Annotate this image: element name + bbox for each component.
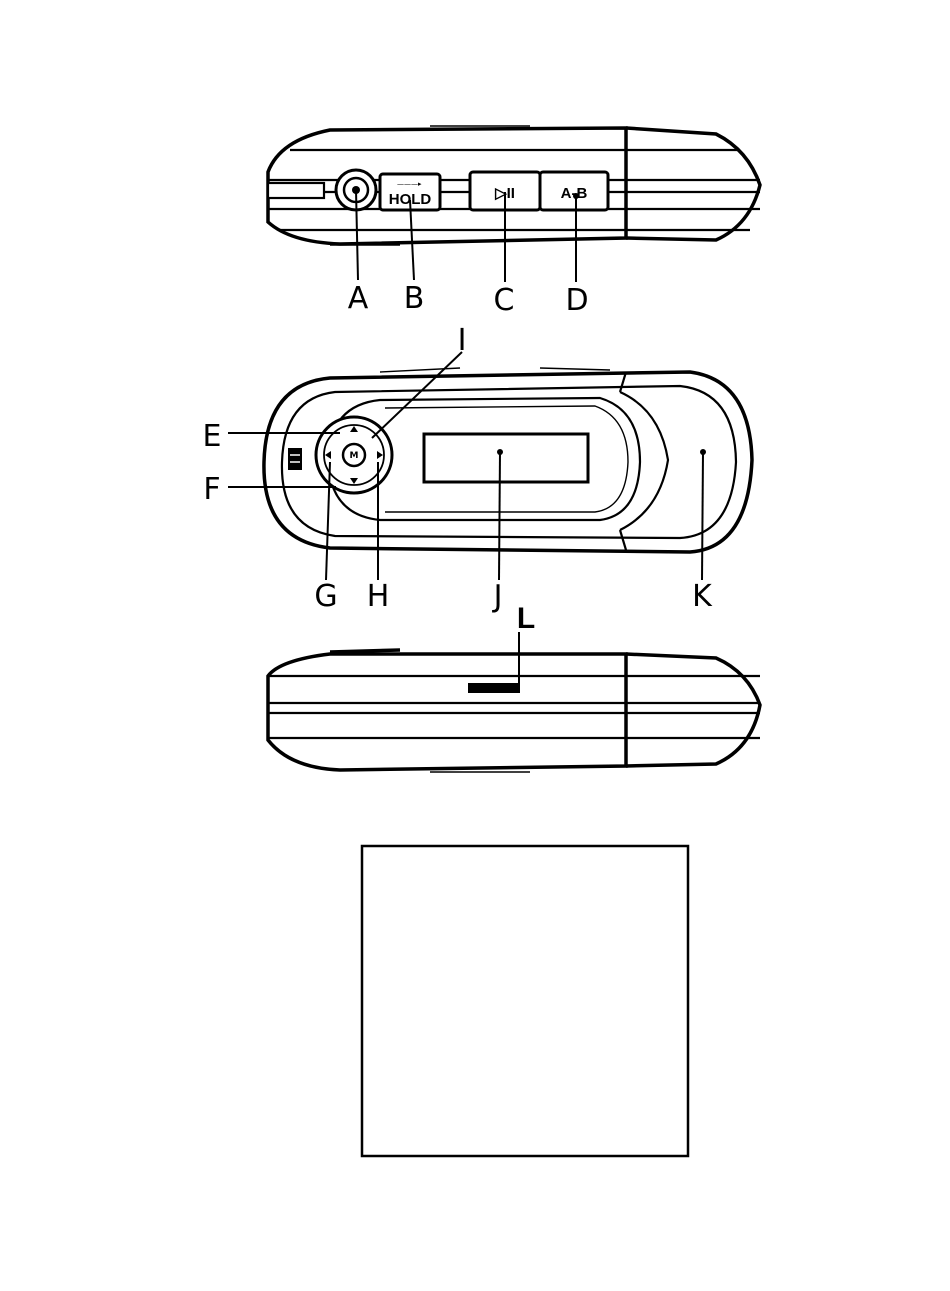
lcd-display bbox=[424, 434, 588, 482]
label-i: I bbox=[458, 323, 467, 358]
ab-repeat-label: A-B bbox=[561, 185, 588, 202]
label-c: C bbox=[494, 283, 515, 318]
label-k: K bbox=[692, 579, 713, 614]
label-e: E bbox=[203, 419, 222, 454]
label-a: A bbox=[348, 281, 369, 316]
side-switch bbox=[288, 448, 302, 470]
top-view-cap bbox=[626, 128, 760, 240]
top-view: ———▸ HOLD ▷II A-B A B C D bbox=[268, 126, 760, 318]
label-g: G bbox=[314, 579, 337, 614]
bottom-view-cap bbox=[626, 654, 760, 766]
empty-frame bbox=[362, 846, 688, 1156]
front-view: M I E F G H J K bbox=[203, 323, 752, 614]
menu-button-label: M bbox=[350, 451, 359, 461]
hold-arrow-mark: ———▸ bbox=[397, 180, 422, 188]
label-h: H bbox=[367, 579, 390, 614]
label-d: D bbox=[565, 283, 588, 318]
label-j: J bbox=[492, 579, 503, 614]
label-b: B bbox=[404, 281, 425, 316]
usb-port bbox=[468, 683, 520, 693]
label-f: F bbox=[203, 472, 220, 507]
bottom-view: L bbox=[268, 602, 760, 772]
label-l: L bbox=[517, 602, 535, 635]
